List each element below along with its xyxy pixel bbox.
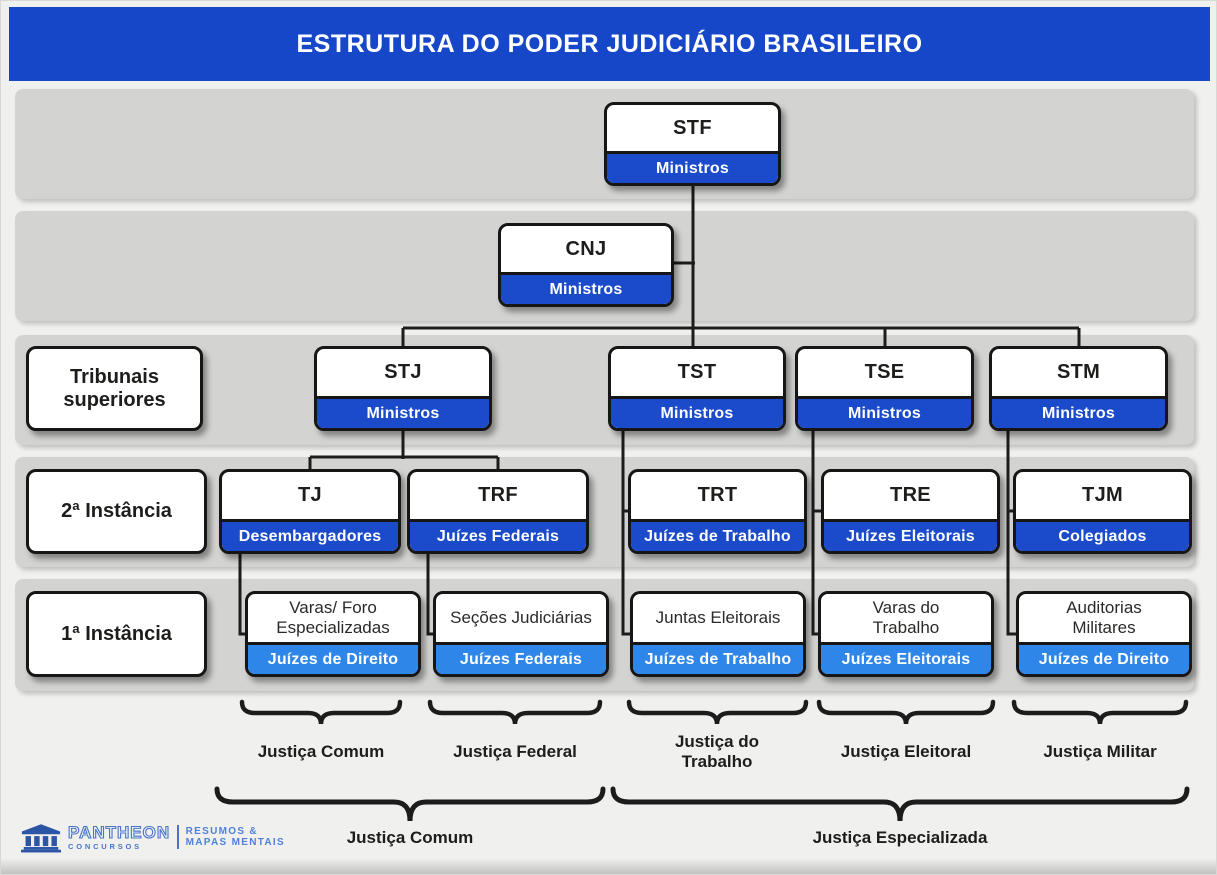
node-varas-foro: Varas/ Foro Especializadas Juízes de Dir… — [245, 591, 421, 677]
node-stm: STM Ministros — [989, 346, 1168, 431]
node-tst: TST Ministros — [608, 346, 786, 431]
node-tst-title: TST — [677, 361, 717, 383]
node-tre-members: Juízes Eleitorais — [824, 519, 997, 551]
node-varas-foro-title: Varas/ Foro Especializadas — [276, 597, 390, 637]
node-cnj: CNJ Ministros — [498, 223, 674, 307]
group-label-justica-especializada: Justiça Especializada — [812, 828, 988, 847]
logo-divider — [177, 825, 179, 849]
node-tse-members: Ministros — [798, 396, 971, 428]
node-secoes-judiciarias: Seções Judiciárias Juízes Federais — [433, 591, 609, 677]
row-label-primeira-instancia: 1ª Instância — [26, 591, 207, 677]
node-varas-foro-members: Juízes de Direito — [248, 642, 418, 674]
logo-brand-block: PANTHEON CONCURSOS — [67, 822, 171, 851]
group-label-justica-comum: Justiça Comum — [346, 828, 474, 847]
brace-group-justica-comum — [214, 786, 606, 822]
node-varas-trabalho: Varas do Trabalho Juízes Eleitorais — [818, 591, 994, 677]
node-trf-title: TRF — [478, 484, 518, 506]
branch-label-justica-trabalho: Justiça do Trabalho — [674, 732, 760, 771]
node-stm-members: Ministros — [992, 396, 1165, 428]
logo-tagline-line1: RESUMOS & — [185, 825, 258, 837]
node-tst-members: Ministros — [611, 396, 783, 428]
node-tse: TSE Ministros — [795, 346, 974, 431]
brace-justica-militar — [1011, 699, 1189, 725]
logo-tagline-line2: MAPAS MENTAIS — [185, 837, 285, 848]
brace-justica-comum-small — [239, 699, 403, 725]
node-stj: STJ Ministros — [314, 346, 492, 431]
pantheon-building-icon — [21, 824, 61, 853]
brace-group-justica-especializada — [610, 786, 1190, 822]
node-tre-title: TRE — [890, 484, 931, 506]
row-label-segunda-instancia: 2ª Instância — [26, 469, 207, 554]
node-tjm-title: TJM — [1082, 484, 1123, 506]
node-trt: TRT Juízes de Trabalho — [628, 469, 807, 554]
node-stf-members: Ministros — [607, 151, 778, 183]
logo-brand-name: PANTHEON — [67, 822, 171, 842]
node-juntas-title: Juntas Eleitorais — [655, 607, 781, 627]
node-trt-title: TRT — [697, 484, 738, 506]
node-auditorias-members: Juízes de Direito — [1019, 642, 1189, 674]
node-tre: TRE Juízes Eleitorais — [821, 469, 1000, 554]
node-juntas-members: Juízes de Trabalho — [633, 642, 803, 674]
branch-label-justica-militar: Justiça Militar — [1043, 742, 1157, 761]
node-stj-title: STJ — [384, 361, 422, 383]
node-cnj-title: CNJ — [565, 237, 607, 260]
page-title: ESTRUTURA DO PODER JUDICIÁRIO BRASILEIRO — [296, 29, 923, 58]
node-cnj-members: Ministros — [501, 272, 671, 304]
node-stj-members: Ministros — [317, 396, 489, 428]
node-auditorias-title: Auditorias Militares — [1066, 597, 1142, 637]
brace-justica-federal — [427, 699, 603, 725]
node-stf: STF Ministros — [604, 102, 781, 186]
node-tjm: TJM Colegiados — [1013, 469, 1192, 554]
node-secoes-title: Seções Judiciárias — [450, 607, 592, 627]
node-secoes-members: Juízes Federais — [436, 642, 606, 674]
brace-justica-eleitoral — [816, 699, 996, 725]
node-stf-title: STF — [673, 116, 712, 139]
node-tj-members: Desembargadores — [222, 519, 398, 551]
node-tj-title: TJ — [298, 484, 322, 506]
branch-label-justica-eleitoral: Justiça Eleitoral — [840, 742, 972, 761]
logo-brand-subtitle: CONCURSOS — [68, 841, 142, 851]
node-tse-title: TSE — [864, 361, 905, 383]
node-varas-trabalho-members: Juízes Eleitorais — [821, 642, 991, 674]
node-tjm-members: Colegiados — [1016, 519, 1189, 551]
node-trf-members: Juízes Federais — [410, 519, 586, 551]
node-trt-members: Juízes de Trabalho — [631, 519, 804, 551]
node-tj: TJ Desembargadores — [219, 469, 401, 554]
brace-justica-trabalho — [626, 699, 809, 725]
node-auditorias-militares: Auditorias Militares Juízes de Direito — [1016, 591, 1192, 677]
node-stm-title: STM — [1056, 361, 1101, 383]
branch-label-justica-comum: Justiça Comum — [257, 742, 385, 761]
node-trf: TRF Juízes Federais — [407, 469, 589, 554]
branch-label-justica-federal: Justiça Federal — [453, 742, 577, 761]
pantheon-logo: PANTHEON CONCURSOS RESUMOS & MAPAS MENTA… — [21, 821, 285, 853]
node-varas-trabalho-title: Varas do Trabalho — [872, 597, 940, 637]
logo-tagline-block: RESUMOS & MAPAS MENTAIS — [186, 826, 285, 849]
title-bar: ESTRUTURA DO PODER JUDICIÁRIO BRASILEIRO — [9, 7, 1210, 81]
page-bottom-shadow — [1, 858, 1216, 874]
row-label-tribunais-superiores: Tribunais superiores — [26, 346, 203, 431]
node-juntas-eleitorais: Juntas Eleitorais Juízes de Trabalho — [630, 591, 806, 677]
